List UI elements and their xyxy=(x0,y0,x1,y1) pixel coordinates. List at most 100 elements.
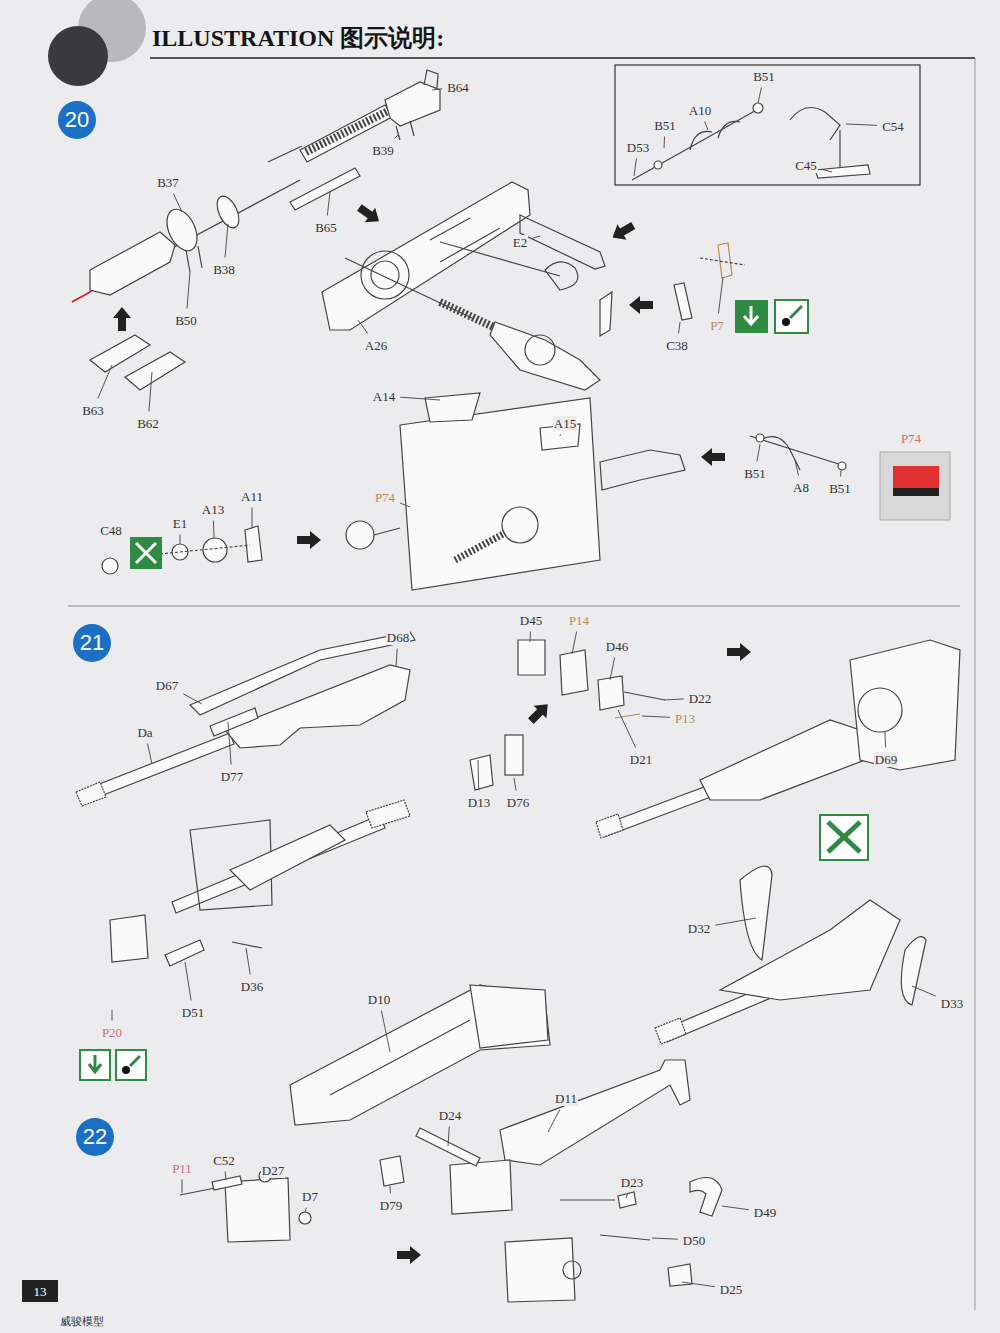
part-number: A15 xyxy=(553,416,577,431)
leader-line xyxy=(213,521,215,539)
leader-line xyxy=(758,88,761,104)
leader-line xyxy=(664,699,684,700)
part-number: D49 xyxy=(753,1205,777,1220)
part-number: D45 xyxy=(519,613,543,628)
leader-line xyxy=(912,986,936,996)
leader-line xyxy=(187,272,190,309)
assembly-arrow xyxy=(524,698,554,728)
part-number: C45 xyxy=(794,158,818,173)
part-number: D69 xyxy=(874,752,898,767)
leader-line xyxy=(652,1238,678,1239)
part-number: B63 xyxy=(81,403,105,418)
leader-line xyxy=(822,169,832,172)
part-number: D79 xyxy=(379,1198,403,1213)
part-number: D10 xyxy=(367,992,391,1007)
page-title: ILLUSTRATION 图示说明: xyxy=(152,22,444,54)
assembly-arrow xyxy=(354,200,384,229)
page-border xyxy=(975,58,976,1310)
leader-line xyxy=(795,460,798,476)
part-number: C48 xyxy=(99,523,123,538)
leader-line xyxy=(252,508,253,529)
part-number: P14 xyxy=(568,613,590,628)
part-number: A26 xyxy=(364,338,388,353)
part-number: D25 xyxy=(719,1282,743,1297)
page-number-box xyxy=(22,1280,58,1302)
part-number: P13 xyxy=(674,711,696,726)
page-number: 13 xyxy=(33,1284,48,1299)
assembly-arrow xyxy=(727,643,751,661)
leader-line xyxy=(390,1186,391,1194)
part-number: P74 xyxy=(900,431,922,446)
leader-line xyxy=(396,649,397,668)
part-number: A11 xyxy=(240,489,264,504)
leader-line xyxy=(183,694,202,704)
step-20-parts xyxy=(72,65,920,590)
part-number: B37 xyxy=(156,175,180,190)
assembly-arrow xyxy=(397,1246,421,1264)
step-number: 20 xyxy=(58,101,96,139)
leader-line xyxy=(679,322,681,334)
leader-line xyxy=(98,365,112,399)
part-number: D46 xyxy=(605,639,629,654)
leader-line xyxy=(400,503,410,507)
part-number: D68 xyxy=(386,630,410,645)
assembly-arrow xyxy=(297,531,321,549)
part-number: C52 xyxy=(212,1153,236,1168)
step-22-parts xyxy=(180,985,722,1302)
part-number: B51 xyxy=(752,69,776,84)
leader-line xyxy=(225,1172,227,1181)
step-number-text: 22 xyxy=(83,1124,107,1150)
leader-line xyxy=(530,632,531,643)
part-number: E2 xyxy=(512,235,528,250)
assembly-arrow xyxy=(113,307,131,331)
leader-line xyxy=(642,716,670,717)
part-number: D11 xyxy=(554,1091,578,1106)
assembly-arrow xyxy=(608,218,638,246)
part-number: D13 xyxy=(467,795,491,810)
leader-line xyxy=(327,192,330,216)
part-number: B64 xyxy=(446,80,470,95)
part-number: Da xyxy=(136,725,153,740)
assembly-arrow xyxy=(629,296,653,314)
leader-line xyxy=(432,89,442,90)
step-number-text: 20 xyxy=(65,107,89,133)
part-number: D51 xyxy=(181,1005,205,1020)
part-number: B50 xyxy=(174,313,198,328)
leader-line xyxy=(225,224,228,258)
part-number: D23 xyxy=(620,1175,644,1190)
leader-line xyxy=(381,1011,390,1053)
leader-line xyxy=(664,137,666,149)
leader-line xyxy=(448,1127,449,1147)
leader-line xyxy=(705,122,708,131)
part-number: D50 xyxy=(682,1233,706,1248)
leader-line xyxy=(626,1194,628,1199)
leader-line xyxy=(265,1181,266,1183)
part-number: B62 xyxy=(136,416,160,431)
leader-line xyxy=(572,632,577,655)
part-number: D77 xyxy=(220,769,244,784)
part-number: B51 xyxy=(743,466,767,481)
part-number: D33 xyxy=(940,996,964,1011)
part-number: D67 xyxy=(155,678,179,693)
leader-line xyxy=(722,1206,749,1210)
leader-line xyxy=(718,277,723,314)
part-number: A10 xyxy=(688,103,712,118)
part-number: B51 xyxy=(828,481,852,496)
part-number: C54 xyxy=(881,119,905,134)
step-separator xyxy=(68,605,960,606)
header-rule xyxy=(150,57,975,59)
leader-line xyxy=(715,918,756,925)
leader-line xyxy=(885,732,887,748)
part-number: D53 xyxy=(626,140,650,155)
part-number: B51 xyxy=(653,118,677,133)
part-number: D7 xyxy=(301,1189,319,1204)
instruction-icon xyxy=(130,300,808,569)
leader-line xyxy=(610,658,615,681)
leader-line xyxy=(149,372,152,412)
leader-line xyxy=(180,535,181,545)
part-number: P11 xyxy=(171,1161,193,1176)
leader-line xyxy=(228,722,231,765)
leader-line xyxy=(173,194,182,213)
